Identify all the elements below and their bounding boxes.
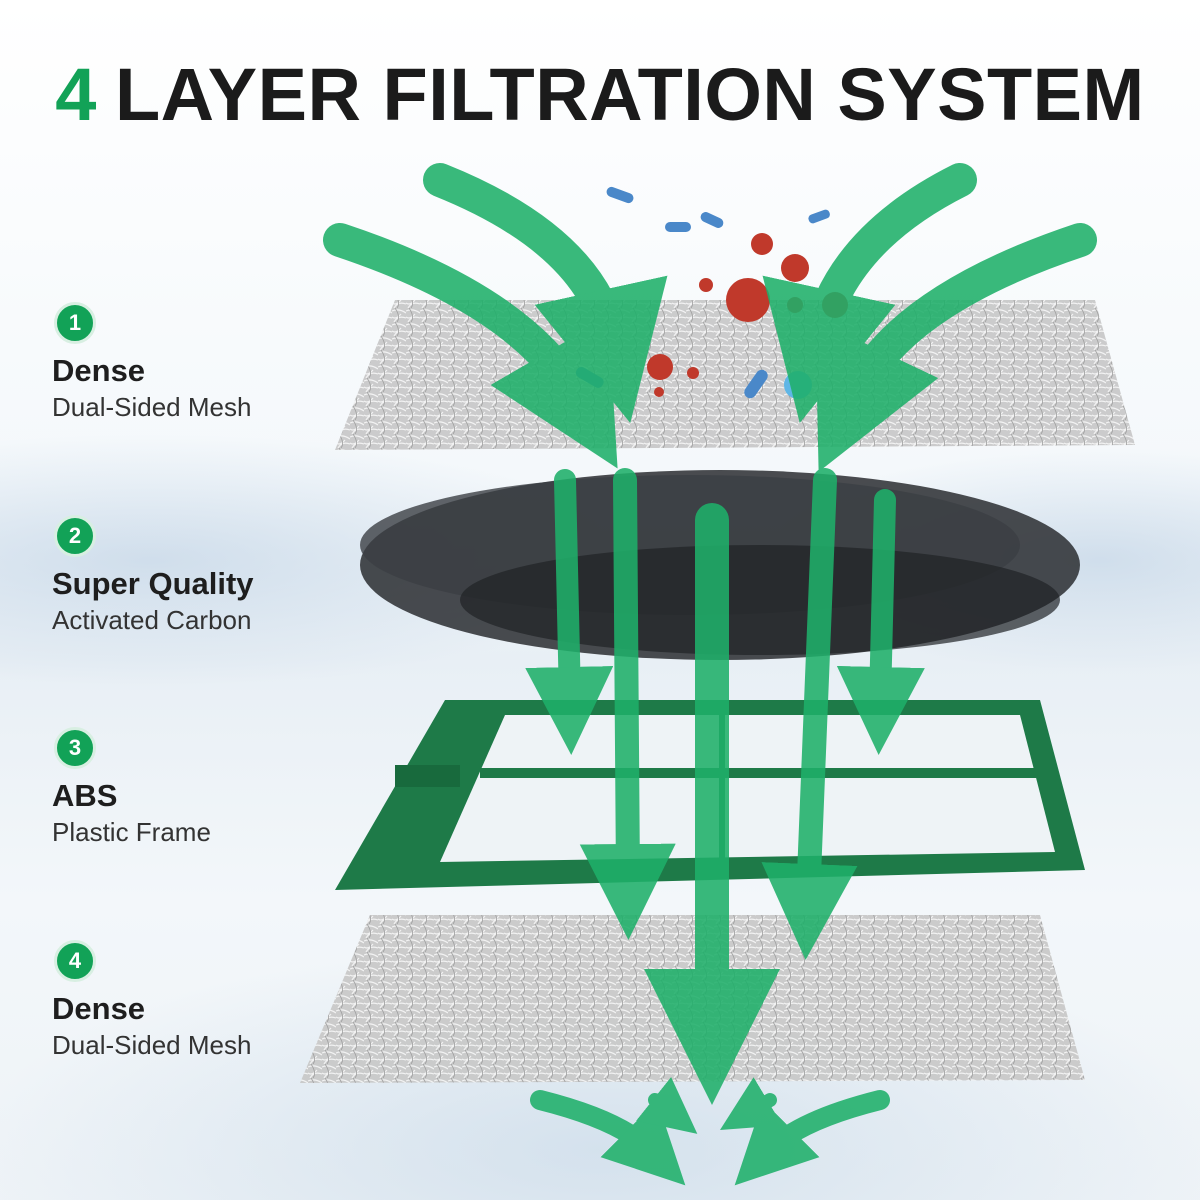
title-number: 4	[55, 53, 97, 136]
layer-3-description: Plastic Frame	[52, 817, 211, 847]
mesh-layer-top	[335, 300, 1135, 450]
layer-4-description: Dual-Sided Mesh	[52, 1030, 252, 1060]
carbon-granules	[360, 470, 1080, 660]
layer-3-name: ABS	[52, 778, 118, 813]
layer-3-label: 3 ABS Plastic Frame	[52, 727, 211, 849]
layer-4-badge: 4	[54, 940, 96, 982]
layer-3-badge: 3	[54, 727, 96, 769]
mesh-layer-bottom	[300, 915, 1085, 1083]
layer-4-label: 4 Dense Dual-Sided Mesh	[52, 940, 251, 1062]
layer-1-name: Dense	[52, 353, 146, 388]
water-flow-arrows	[323, 163, 1097, 1186]
layer-2-badge: 2	[54, 515, 96, 557]
layer-1-description: Dual-Sided Mesh	[52, 392, 252, 422]
layer-4-name: Dense	[52, 991, 146, 1026]
layer-2-name: Super Quality	[52, 566, 254, 601]
title-text: LAYER FILTRATION SYSTEM	[114, 53, 1145, 136]
layer-1-badge: 1	[54, 302, 96, 344]
layer-2-description: Activated Carbon	[52, 605, 252, 635]
layer-2-label: 2 Super Quality Activated Carbon	[52, 515, 254, 637]
layer-1-label: 1 Dense Dual-Sided Mesh	[52, 302, 251, 424]
